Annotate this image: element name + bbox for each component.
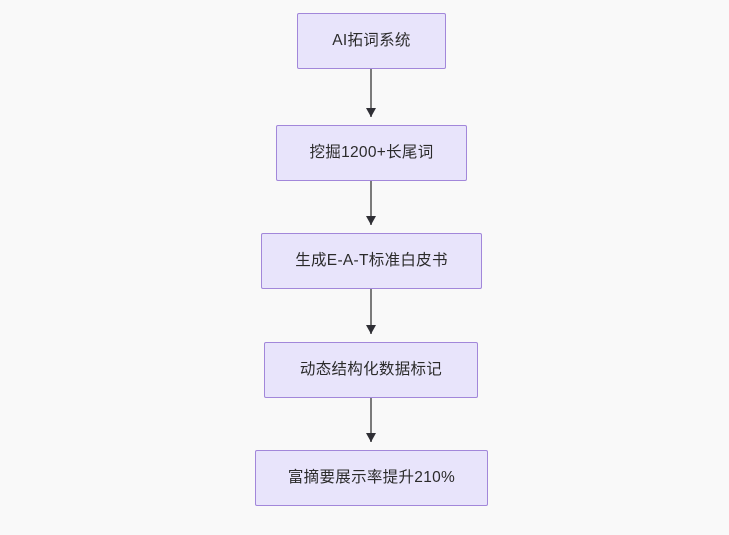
arrow-down-icon: [365, 216, 376, 225]
flow-node-mine-longtail-keywords[interactable]: 挖掘1200+长尾词: [276, 125, 467, 181]
flow-node-label: AI拓词系统: [332, 32, 411, 50]
flow-node-label: 动态结构化数据标记: [299, 361, 443, 379]
flow-node-label: 生成E-A-T标准白皮书: [295, 252, 448, 270]
arrow-down-icon: [365, 325, 376, 334]
arrow-down-icon: [365, 433, 376, 442]
flow-node-ai-keyword-system[interactable]: AI拓词系统: [297, 13, 446, 69]
flow-edge-1: [370, 69, 372, 117]
flow-edge-4: [370, 398, 372, 442]
flow-node-label: 富摘要展示率提升210%: [287, 469, 456, 487]
flow-node-dynamic-structured-data[interactable]: 动态结构化数据标记: [264, 342, 478, 398]
flow-node-generate-eat-whitepaper[interactable]: 生成E-A-T标准白皮书: [261, 233, 482, 289]
arrow-down-icon: [365, 108, 376, 117]
flow-edge-3: [370, 289, 372, 334]
flow-edge-2: [370, 181, 372, 225]
flow-node-rich-snippet-result[interactable]: 富摘要展示率提升210%: [255, 450, 488, 506]
flow-node-label: 挖掘1200+长尾词: [309, 144, 434, 162]
